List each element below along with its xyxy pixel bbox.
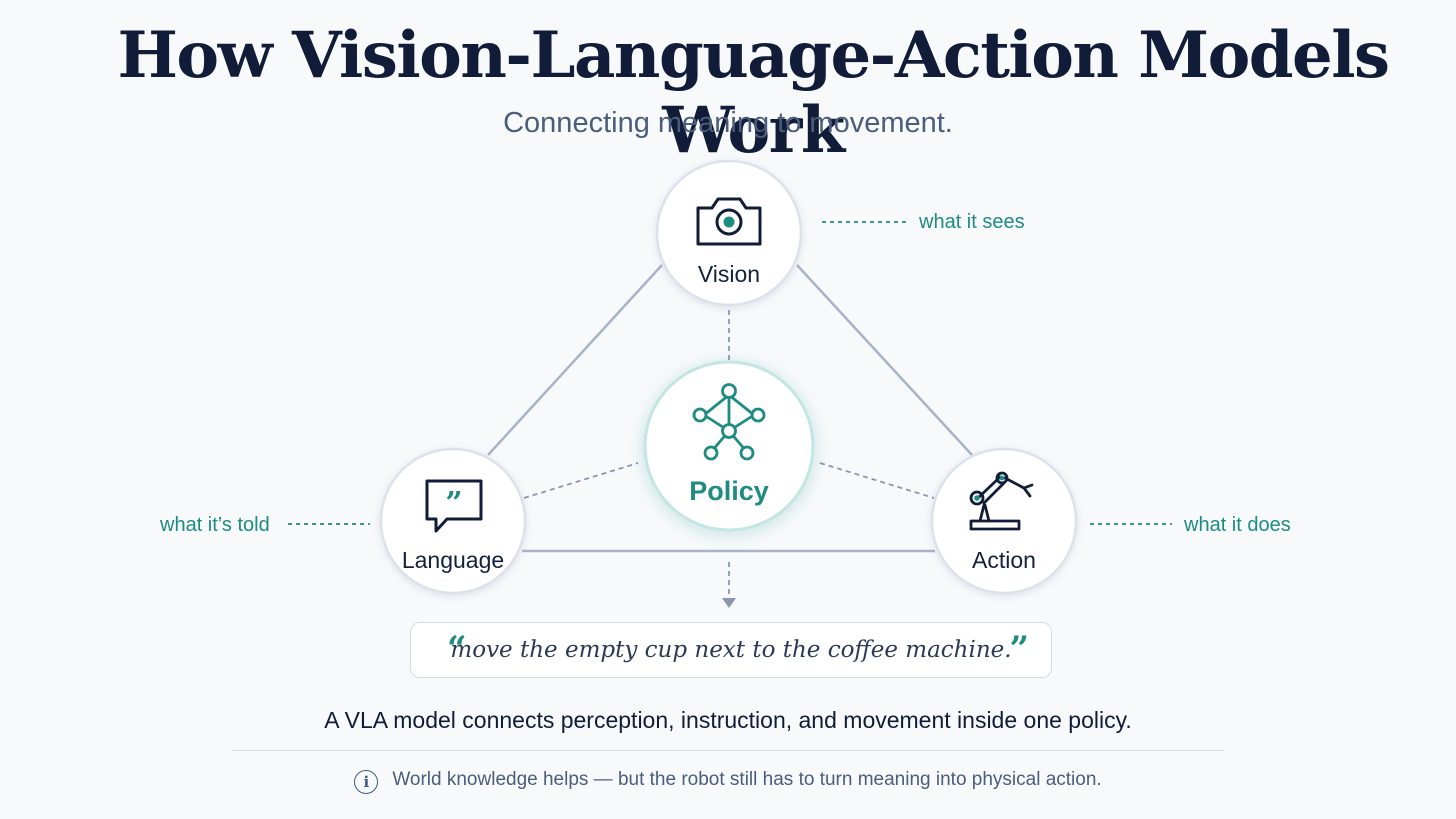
- speech-bubble-icon: ”: [425, 479, 483, 533]
- edge-vision-language: [487, 264, 663, 456]
- vision-label: Vision: [697, 261, 761, 287]
- divider: [232, 750, 1224, 751]
- action-annotation: what it does: [1184, 514, 1291, 536]
- language-annotation: what it’s told: [160, 514, 270, 536]
- footnote-text: World knowledge helps — but the robot st…: [392, 769, 1102, 790]
- output-arrowhead: [722, 598, 736, 608]
- camera-icon: [696, 197, 762, 246]
- page-subtitle: Connecting meaning to movement.: [503, 107, 953, 139]
- summary-statement: A VLA model connects perception, instruc…: [324, 707, 1132, 733]
- edge-vision-action: [796, 264, 973, 456]
- language-node: [379, 447, 527, 595]
- connector-action-policy: [819, 462, 935, 499]
- footnote: i World knowledge helps — but the robot s…: [0, 769, 1456, 794]
- info-icon: i: [354, 770, 379, 794]
- action-label: Action: [972, 547, 1036, 573]
- policy-label: Policy: [689, 476, 769, 506]
- example-instruction-text: move the empty cup next to the coffee ma…: [450, 637, 1012, 663]
- page-title: How Vision-Language-Action Models Work: [117, 18, 1390, 168]
- example-instruction-box: “ move the empty cup next to the coffee …: [410, 622, 1052, 678]
- close-quote-mark: ”: [1009, 629, 1029, 669]
- policy-node: [643, 360, 815, 532]
- open-quote-mark: “: [447, 629, 467, 669]
- svg-text:”: ”: [445, 486, 462, 521]
- language-label: Language: [401, 547, 505, 573]
- connector-language-policy: [523, 462, 639, 499]
- network-graph-icon: [692, 383, 766, 461]
- robot-arm-icon: [969, 471, 1034, 531]
- vision-annotation: what it sees: [919, 211, 1025, 233]
